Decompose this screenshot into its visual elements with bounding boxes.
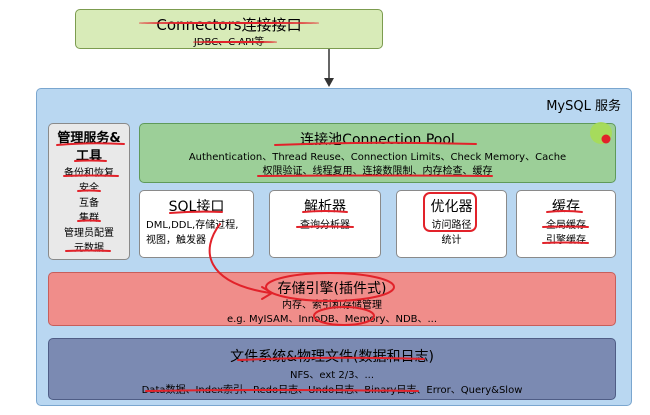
sql-interface-box: SQL接口 DML,DDL,存储过程, 视图，触发器	[139, 190, 254, 258]
parser-title: 解析器	[304, 199, 346, 215]
management-item: 管理员配置	[64, 228, 114, 239]
connectors-title: Connectors连接接口	[156, 16, 302, 34]
engine-line1: 内存、索引和存储管理	[282, 300, 382, 311]
pool-title: 连接池Connection Pool	[300, 132, 455, 148]
management-box: 管理服务& 工具 备份和恢复 安全 互备 集群 管理员配置 元数据	[48, 123, 130, 260]
management-item: 备份和恢复	[64, 168, 114, 179]
management-item: 集群	[79, 213, 99, 224]
management-title-2: 工具	[75, 149, 102, 164]
management-title: 管理服务&	[57, 131, 121, 146]
optimizer-line2: 统计	[441, 235, 462, 246]
underline-mark	[193, 41, 277, 43]
parser-line1: 查询分析器	[300, 220, 350, 231]
flow-arrow-head	[324, 78, 334, 87]
management-item: 元数据	[74, 243, 104, 254]
pool-line-zh: 权限验证、线程复用、连接数限制、内存检查、缓存	[262, 166, 493, 177]
engine-line2: e.g. MyISAM、InnoDB、Memory、NDB、...	[226, 314, 438, 325]
optimizer-box: 优化器 访问路径 统计	[396, 190, 507, 258]
optimizer-line1: 访问路径	[431, 220, 472, 231]
engine-title: 存储引擎(插件式)	[277, 281, 387, 297]
connection-pool-box: 连接池Connection Pool Authentication、Thread…	[139, 123, 616, 183]
pool-line-en: Authentication、Thread Reuse、Connection L…	[188, 152, 567, 163]
mysql-title: MySQL 服务	[546, 99, 621, 114]
file-system-box: 文件系统&物理文件(数据和日志) NFS、ext 2/3、... Data数据、…	[48, 338, 616, 400]
sql-interface-line1: DML,DDL,存储过程,	[146, 220, 239, 231]
parser-box: 解析器 查询分析器	[269, 190, 381, 258]
cache-box: 缓存 全局缓存 引擎缓存	[516, 190, 616, 258]
management-item: 互备	[79, 198, 99, 209]
fs-line1: NFS、ext 2/3、...	[289, 370, 375, 381]
sql-interface-title: SQL接口	[168, 199, 225, 215]
fs-title: 文件系统&物理文件(数据和日志)	[230, 349, 434, 365]
cache-line1: 全局缓存	[546, 220, 586, 231]
optimizer-title: 优化器	[430, 199, 473, 215]
underline-mark	[139, 22, 319, 24]
storage-engine-box: 存储引擎(插件式) 内存、索引和存储管理 e.g. MyISAM、InnoDB、…	[48, 272, 616, 326]
fs-line2: Data数据、Index索引、Redo日志、Undo日志、Binary日志、Er…	[141, 385, 523, 396]
cache-line2: 引擎缓存	[546, 235, 586, 246]
cache-title: 缓存	[552, 199, 580, 215]
sql-interface-line2: 视图，触发器	[146, 235, 206, 246]
management-item: 安全	[79, 183, 99, 194]
